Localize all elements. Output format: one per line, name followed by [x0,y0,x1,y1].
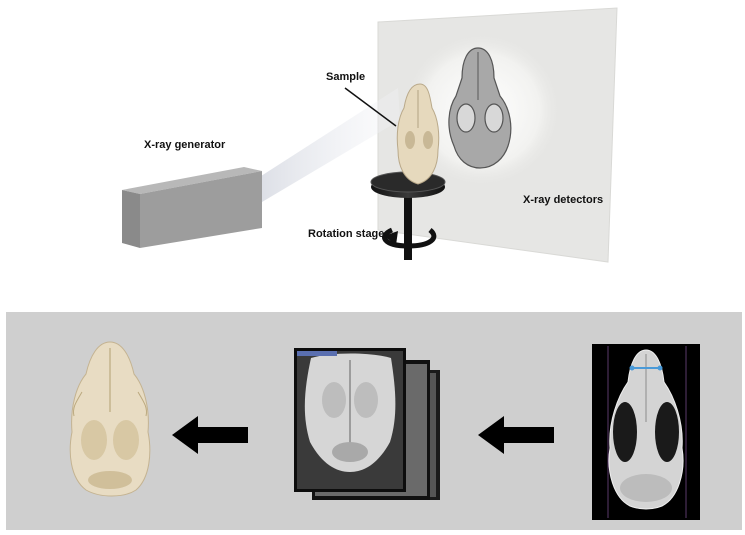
reconstruction-panel [6,312,742,530]
arrow-left-2 [478,416,554,454]
label-xray-generator: X-ray generator [144,139,225,151]
ct-setup-diagram: Sample X-ray generator Rotation stage X-… [0,0,745,300]
ct-setup-illustration [0,0,745,300]
xray-generator-box [122,167,262,248]
arrow-left-1 [172,416,248,454]
ct-slice-stack [294,348,440,500]
reconstructed-3d-skull [70,342,150,496]
ct-scan-image [592,344,700,520]
label-rotation-stage: Rotation stage [308,228,384,240]
label-sample: Sample [326,71,365,83]
label-xray-detectors: X-ray detectors [523,194,603,206]
reconstruction-illustration [6,312,742,530]
